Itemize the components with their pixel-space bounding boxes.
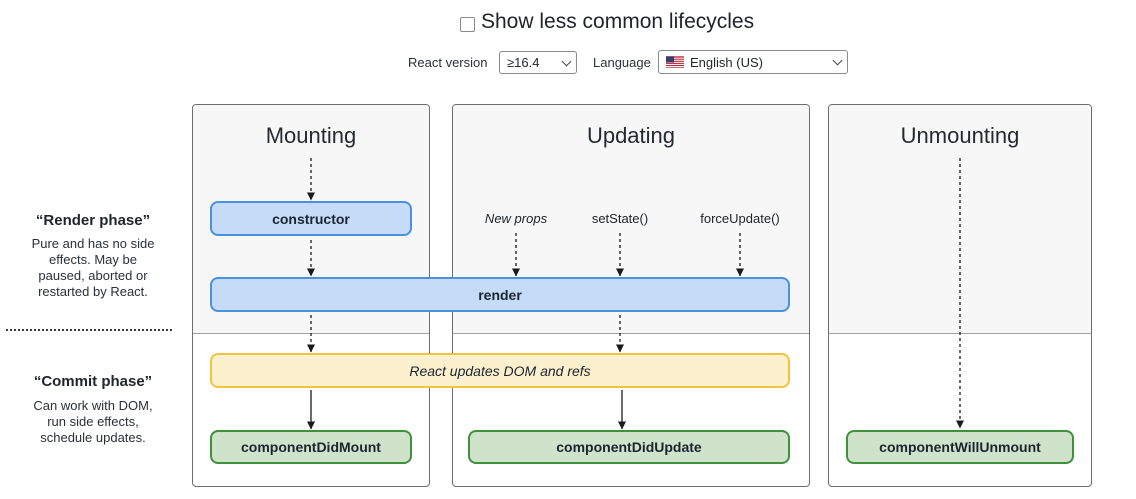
render-phase-line: Pure and has no side xyxy=(31,236,155,251)
commit-phase-title: “Commit phase” xyxy=(33,373,153,390)
render-phase-title: “Render phase” xyxy=(35,212,151,229)
show-less-checkbox[interactable] xyxy=(460,17,475,32)
render-box[interactable]: render xyxy=(210,277,790,312)
column-title-mounting: Mounting xyxy=(265,123,357,148)
render-phase-description: Pure and has no side effects. May be pau… xyxy=(0,236,186,300)
componentwillunmount-box[interactable]: componentWillUnmount xyxy=(846,430,1074,464)
chevron-down-icon xyxy=(561,56,572,66)
trigger-setstate: setState() xyxy=(591,211,649,226)
language-label: Language xyxy=(593,55,651,70)
constructor-box[interactable]: constructor xyxy=(210,201,412,236)
phase-divider xyxy=(6,329,172,331)
componentdidupdate-box[interactable]: componentDidUpdate xyxy=(468,430,790,464)
commit-phase-line: Can work with DOM, xyxy=(33,398,153,413)
commit-phase-line: schedule updates. xyxy=(40,430,146,445)
render-phase-line: paused, aborted or xyxy=(38,268,148,283)
us-flag-icon xyxy=(666,56,684,68)
language-select[interactable]: English (US) xyxy=(658,50,848,74)
react-version-select[interactable]: ≥16.4 xyxy=(499,51,577,74)
trigger-new-props: New props xyxy=(484,211,548,226)
render-phase-line: restarted by React. xyxy=(38,284,148,299)
componentdidmount-box[interactable]: componentDidMount xyxy=(210,430,412,464)
react-updates-dom-box: React updates DOM and refs xyxy=(210,353,790,388)
render-phase-line: effects. May be xyxy=(49,252,137,267)
chevron-down-icon xyxy=(832,55,843,66)
column-title-unmounting: Unmounting xyxy=(900,123,1020,148)
page-title: Show less common lifecycles xyxy=(481,10,755,33)
react-version-label: React version xyxy=(408,55,488,70)
commit-phase-line: run side effects, xyxy=(47,414,139,429)
commit-phase-description: Can work with DOM, run side effects, sch… xyxy=(0,398,186,446)
column-title-updating: Updating xyxy=(586,123,676,148)
trigger-forceupdate: forceUpdate() xyxy=(700,211,780,226)
react-version-value: ≥16.4 xyxy=(507,55,540,70)
language-value: English (US) xyxy=(690,54,763,70)
